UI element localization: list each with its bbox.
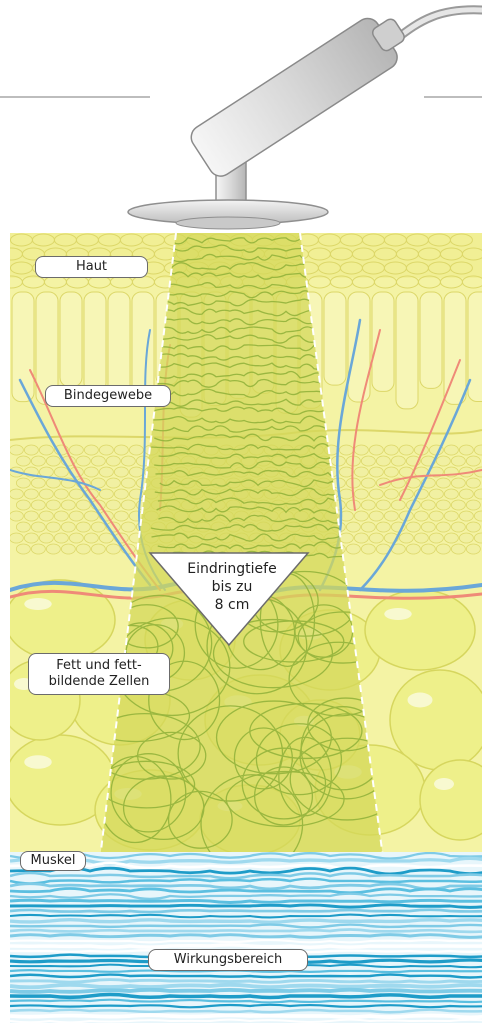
depth-callout-text: Eindringtiefe bis zu 8 cm <box>160 560 304 614</box>
label-wirkungsbereich: Wirkungsbereich <box>148 949 308 971</box>
depth-line-3: 8 cm <box>160 596 304 614</box>
ultrasound-device <box>128 5 482 229</box>
depth-line-1: Eindringtiefe <box>160 560 304 578</box>
label-muskel: Muskel <box>20 851 86 871</box>
label-haut: Haut <box>35 256 148 278</box>
muscle-layer <box>10 852 482 1023</box>
device-handle <box>187 14 402 181</box>
label-fett: Fett und fett- bildende Zellen <box>28 653 170 695</box>
label-bindegewebe: Bindegewebe <box>45 385 171 407</box>
depth-line-2: bis zu <box>160 578 304 596</box>
